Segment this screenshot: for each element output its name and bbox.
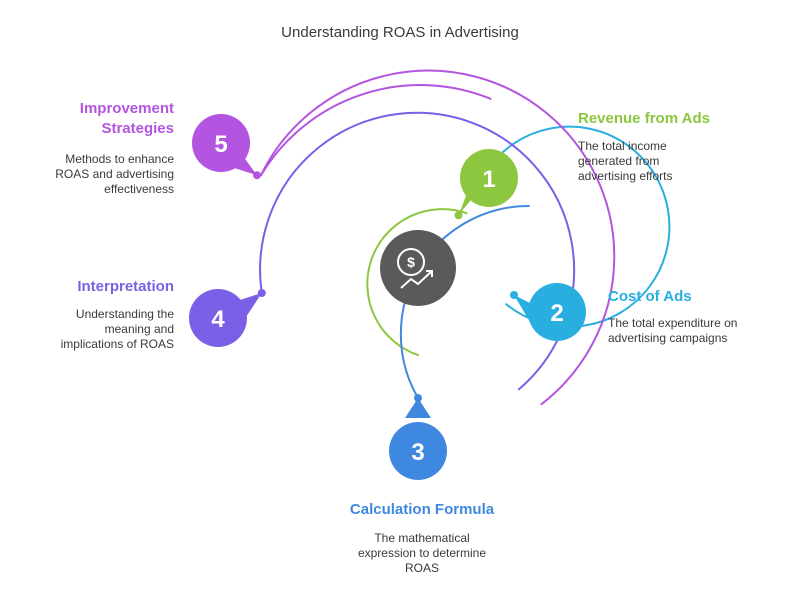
badge-2: 2 (514, 283, 586, 341)
step-4-heading: Interpretation (77, 278, 174, 295)
svg-text:2: 2 (550, 300, 563, 327)
svg-text:1: 1 (482, 166, 495, 193)
step-5-description: Methods to enhance ROAS and advertising … (55, 152, 174, 196)
step-3-heading: Calculation Formula (349, 501, 495, 518)
step-1-heading: Revenue from Ads (578, 110, 710, 127)
step-1-description: The total income generated from advertis… (578, 139, 673, 183)
center-dollar-growth-icon: $ (380, 230, 456, 306)
svg-text:$: $ (407, 254, 415, 270)
step-4-description: Understanding the meaning and implicatio… (60, 307, 174, 351)
svg-text:5: 5 (214, 131, 227, 158)
badge-4: 4 (189, 289, 262, 347)
page-title: Understanding ROAS in Advertising (281, 24, 519, 41)
step-2-description: The total expenditure on advertising cam… (608, 316, 738, 345)
step-2-heading: Cost of Ads (608, 288, 692, 305)
badge-3: 3 (389, 398, 447, 480)
badge-5: 5 (192, 114, 257, 176)
badge-1: 1 (458, 149, 518, 216)
step-5-heading: Improvement Strategies (79, 100, 174, 137)
ring-arc-1 (366, 208, 468, 356)
step-3-description: The mathematical expression to determine… (357, 531, 487, 575)
svg-text:4: 4 (211, 306, 225, 333)
ring-arc-5 (260, 69, 616, 406)
ring-arc-5b (260, 84, 492, 177)
svg-text:3: 3 (411, 439, 424, 466)
